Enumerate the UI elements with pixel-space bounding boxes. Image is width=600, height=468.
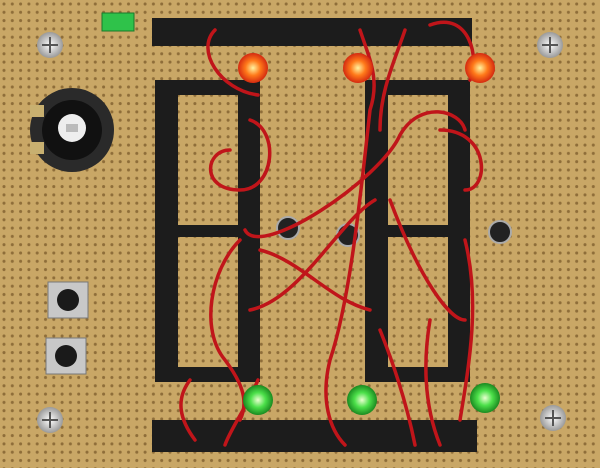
red-led bbox=[465, 53, 495, 83]
green-led bbox=[470, 383, 500, 413]
push-button bbox=[45, 337, 87, 375]
capacitor bbox=[488, 220, 512, 244]
red-led bbox=[343, 53, 373, 83]
potentiometer bbox=[30, 88, 114, 172]
screw-icon bbox=[37, 407, 63, 433]
ic-socket-left bbox=[155, 80, 260, 382]
push-button bbox=[47, 281, 89, 319]
top-header bbox=[152, 18, 472, 46]
red-led bbox=[238, 53, 268, 83]
screw-icon bbox=[37, 32, 63, 58]
screw-icon bbox=[540, 405, 566, 431]
bottom-header bbox=[152, 420, 477, 452]
green-led bbox=[243, 385, 273, 415]
jumper bbox=[101, 12, 135, 32]
green-led bbox=[347, 385, 377, 415]
screw-icon bbox=[537, 32, 563, 58]
